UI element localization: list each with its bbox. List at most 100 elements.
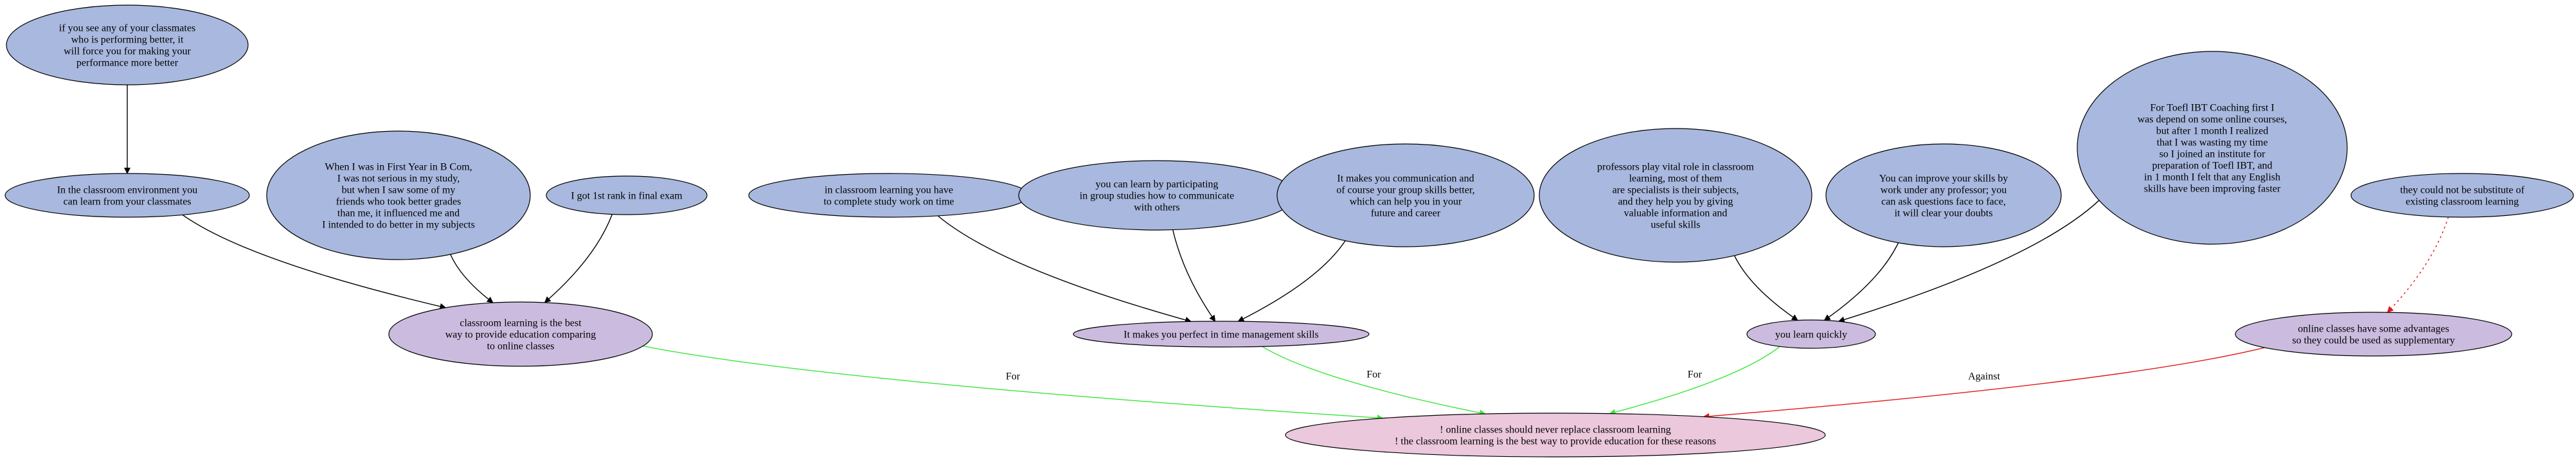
premise-bcom-experience: When I was in First Year in B Com,I was … [266, 130, 531, 260]
edge-n7-to-a2 [1237, 240, 1346, 322]
premise-bcom-experience-text-line: I was not serious in my study, [337, 173, 460, 184]
premise-toefl-experience-shape [2077, 51, 2348, 245]
premise-toefl-experience-text-line: preparation of Toefl IBT, and [2152, 161, 2272, 172]
argument-learn-quickly-shape [1746, 319, 1876, 349]
premise-improve-under-professor-text-line: it will clear your doubts [1895, 208, 1993, 219]
edges-layer: For For For Against [124, 84, 2449, 422]
premise-first-rank: I got 1st rank in final exam [546, 175, 708, 215]
premise-improve-under-professor-text-line: work under any professor; you [1881, 185, 2007, 196]
premise-group-studies-text-line: with others [1134, 202, 1180, 213]
edge-n4-to-a1 [544, 214, 613, 303]
edge-n10-to-a3 [1838, 200, 2100, 323]
premise-improve-under-professor-shape [1825, 143, 2062, 247]
premise-classmates-motivate-text-line: will force you for making your [64, 46, 191, 57]
edge-n3-to-a1 [450, 254, 494, 303]
premise-group-studies-text-line: you can learn by participating [1095, 179, 1218, 190]
premise-classmates-motivate-shape [6, 4, 249, 85]
premise-study-on-time-text-line: in classroom learning you have [825, 185, 953, 196]
edge-n2-to-a1 [182, 214, 447, 310]
premise-communication-skills-text-line: It makes you communication and [1337, 173, 1474, 184]
edge-a3-to-c [1609, 346, 1780, 416]
argument-online-advantages-shape [2235, 312, 2512, 357]
edge-a2-to-c [1262, 346, 1487, 416]
edge-label-a3: For [1688, 369, 1703, 380]
argument-learn-quickly-text-line: you learn quickly [1775, 330, 1847, 341]
conclusion-node: ! online classes should never replace cl… [1285, 413, 1826, 458]
premise-professors-role-text-line: and they help you by giving [1618, 197, 1733, 208]
premise-toefl-experience-text-line: so I joined an institute for [2160, 149, 2266, 160]
argument-time-management-shape [1073, 321, 1370, 348]
premise-bcom-experience-text-line: When I was in First Year in B Com, [325, 162, 472, 173]
premise-toefl-experience-text-line: skills have been improving faster [2144, 184, 2281, 195]
premise-professors-role-text-line: useful skills [1651, 220, 1701, 231]
premise-no-substitute-shape [2350, 173, 2574, 218]
premise-learn-from-classmates-text-line: In the classroom environment you [57, 185, 198, 196]
edge-label-a1: For [1006, 371, 1021, 382]
premise-improve-under-professor-text-line: You can improve your skills by [1879, 173, 2008, 184]
premise-toefl-experience-text-line: that I was wasting my time [2157, 138, 2268, 148]
premise-no-substitute: they could not be substitute ofexisting … [2350, 173, 2574, 218]
premise-no-substitute-text-line: they could not be substitute of [2400, 185, 2525, 196]
premise-toefl-experience-text-line: was depend on some online courses, [2138, 114, 2287, 125]
premise-toefl-experience-text-line: in 1 month I felt that any English [2144, 172, 2280, 183]
premise-communication-skills-text-line: of course your group skills better, [1336, 185, 1474, 196]
edge-n9-to-a3 [1823, 242, 1899, 321]
argument-online-advantages-text-line: online classes have some advantages [2298, 324, 2449, 335]
premise-professors-role-text-line: are specialists is their subjects, [1613, 185, 1739, 196]
premise-learn-from-classmates-text-line: can learn from your classmates [63, 197, 191, 208]
premise-learn-from-classmates-shape [4, 173, 250, 218]
premise-communication-skills-text-line: future and career [1371, 208, 1441, 219]
premise-toefl-experience-text-line: but after 1 month I realized [2156, 126, 2269, 137]
edge-a4-to-c [1703, 347, 2265, 420]
premise-first-rank-text-line: I got 1st rank in final exam [571, 191, 683, 202]
premise-bcom-experience-text-line: than me, it influenced me and [337, 208, 460, 219]
premise-bcom-experience-shape [266, 130, 531, 260]
premise-bcom-experience-text-line: friends who took better grades [336, 197, 461, 208]
argument-learn-quickly: you learn quickly [1746, 319, 1876, 349]
edge-n11-to-a4 [2386, 217, 2449, 313]
premise-classmates-motivate-text-line: performance more better [76, 58, 179, 69]
premise-group-studies-text-line: in group studies how to communicate [1080, 191, 1234, 202]
premise-classmates-motivate-text-line: if you see any of your classmates [59, 23, 195, 34]
conclusion-node-text-line: ! online classes should never replace cl… [1440, 425, 1670, 436]
premise-bcom-experience-text-line: I intended to do better in my subjects [322, 220, 475, 231]
argument-online-advantages-text-line: so they could be used as supplementary [2292, 335, 2455, 346]
edge-n8-to-a3 [1733, 255, 1798, 321]
premise-bcom-experience-text-line: but when I saw some of my [342, 185, 456, 196]
argument-best-way-shape [388, 301, 653, 367]
argument-best-way-text-line: to online classes [487, 341, 555, 352]
edge-a1-to-c [643, 345, 1384, 422]
argument-time-management-text-line: It makes you perfect in time management … [1123, 330, 1318, 341]
conclusion-node-text-line: ! the classroom learning is the best way… [1395, 436, 1716, 447]
premise-improve-under-professor-text-line: can ask questions face to face, [1881, 197, 2006, 208]
premise-toefl-experience-text-line: For Toefl IBT Coaching first I [2150, 103, 2274, 114]
premise-communication-skills-shape [1276, 143, 1535, 247]
premise-professors-role-text-line: professors play vital role in classroom [1597, 162, 1755, 173]
premise-professors-role-text-line: learning, most of them [1629, 173, 1722, 184]
argument-best-way-text-line: classroom learning is the best [460, 318, 582, 329]
premise-professors-role-text-line: valuable information and [1624, 208, 1728, 219]
edge-n5-to-a2 [937, 215, 1192, 323]
premise-first-rank-shape [546, 175, 708, 215]
edge-label-a2: For [1366, 369, 1381, 380]
premise-professors-role: professors play vital role in classrooml… [1539, 128, 1812, 263]
premise-no-substitute-text-line: existing classroom learning [2406, 197, 2519, 208]
argument-time-management: It makes you perfect in time management … [1073, 321, 1370, 348]
conclusion-node-shape [1285, 413, 1826, 458]
premise-communication-skills-text-line: which can help you in your [1350, 197, 1462, 208]
premise-classmates-motivate-text-line: who is performing better, it [71, 35, 184, 46]
premise-professors-role-shape [1539, 128, 1812, 263]
argument-best-way-text-line: way to provide education comparing [445, 330, 596, 341]
premise-study-on-time-text-line: to complete study work on time [823, 197, 954, 208]
edge-label-a4: Against [1968, 371, 2000, 382]
edge-n6-to-a2 [1172, 229, 1216, 322]
